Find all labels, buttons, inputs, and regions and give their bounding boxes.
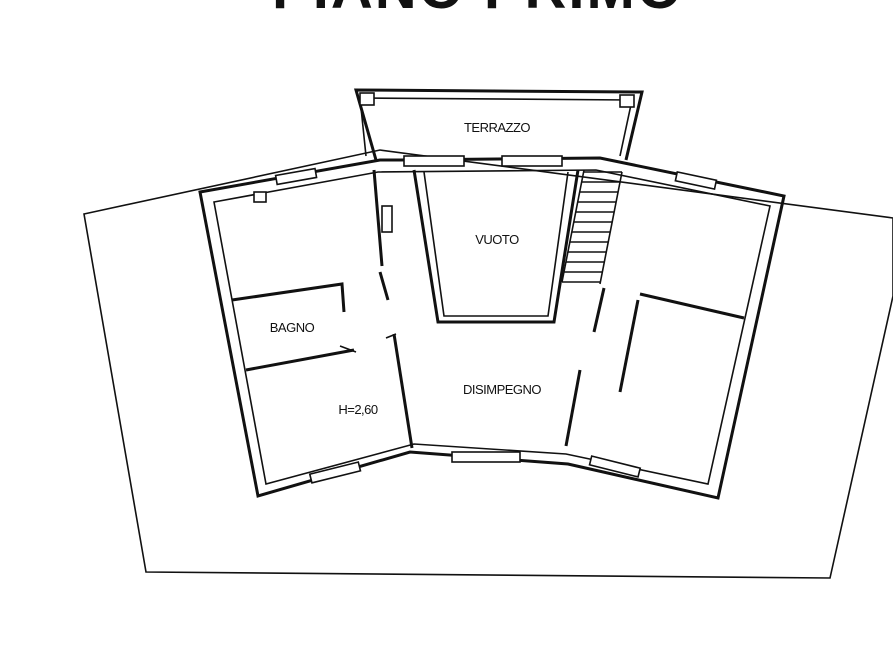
window-terrace-left [403, 155, 465, 167]
label-disimpegno: DISIMPEGNO [463, 382, 541, 397]
terrace-post-right [619, 94, 635, 108]
plan-title: PIANO PRIMO [272, 0, 684, 21]
terrace-post-left [359, 92, 375, 106]
window-bottom-center [451, 451, 521, 463]
label-terrazzo: TERRAZZO [464, 120, 530, 135]
staircase [561, 169, 623, 285]
partition-bagno-bottom [245, 348, 355, 372]
building-inner-wall [213, 169, 771, 485]
partition-left-door-jamb [378, 271, 390, 301]
window-bottom-left [308, 461, 362, 484]
label-vuoto: VUOTO [475, 232, 519, 247]
window-bottom-right [588, 455, 642, 478]
partition-right-upper [639, 292, 745, 320]
terrace-inner-line [359, 97, 633, 157]
door-stub-left [385, 333, 397, 339]
door-bagno [339, 345, 357, 353]
terrace-walls [354, 88, 644, 161]
window-terrace-right [501, 155, 563, 167]
void-outline [412, 169, 580, 324]
label-bagno: BAGNO [270, 320, 315, 335]
partition-bedroom-right [564, 369, 582, 447]
window-top-left [274, 167, 318, 186]
partition-left-vertical [372, 169, 384, 267]
void-inner-line [423, 171, 569, 317]
partition-bedroom-left [392, 333, 414, 449]
window-top-right [674, 170, 718, 190]
site-outline [83, 149, 893, 579]
partition-right-stair-jamb [592, 287, 606, 333]
label-height: H=2,60 [338, 402, 378, 417]
closet-left [381, 205, 393, 233]
partition-bagno-top [231, 282, 346, 313]
partition-right-vertical [618, 299, 640, 393]
chimney-left [253, 191, 267, 203]
